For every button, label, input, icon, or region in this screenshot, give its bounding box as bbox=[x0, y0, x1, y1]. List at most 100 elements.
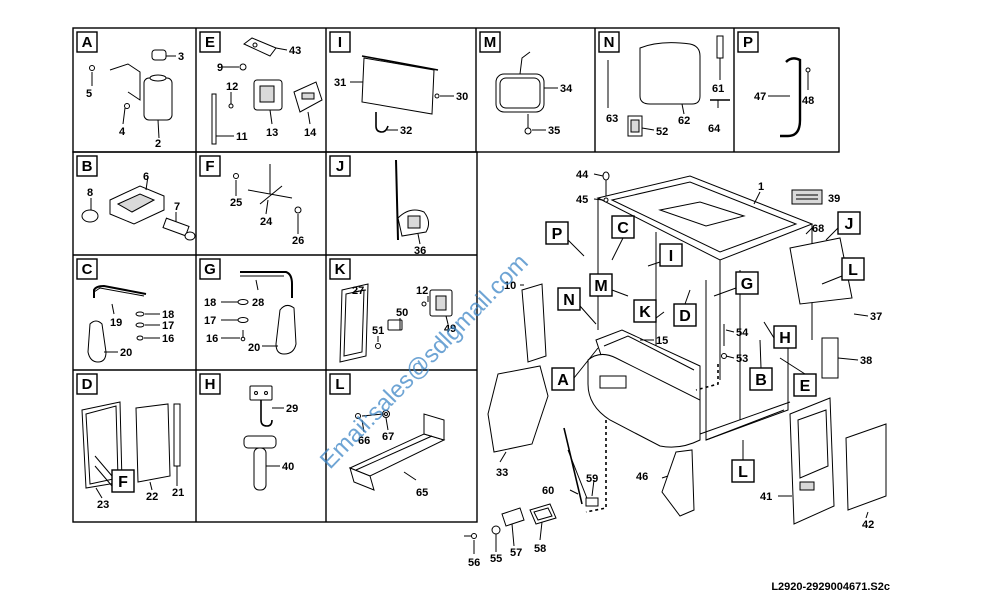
svg-text:N: N bbox=[604, 34, 615, 51]
cell-tag-B: B bbox=[76, 155, 98, 177]
svg-text:G: G bbox=[741, 276, 753, 293]
svg-text:23: 23 bbox=[97, 499, 109, 511]
cell-J-drawing: 36 bbox=[395, 159, 430, 257]
svg-text:52: 52 bbox=[656, 126, 668, 138]
svg-text:30: 30 bbox=[456, 91, 468, 103]
svg-text:E: E bbox=[205, 34, 215, 51]
svg-text:C: C bbox=[82, 261, 93, 278]
svg-text:53: 53 bbox=[736, 353, 748, 365]
svg-text:22: 22 bbox=[146, 491, 158, 503]
svg-text:20: 20 bbox=[120, 347, 132, 359]
main-callout-A: A bbox=[551, 367, 575, 391]
svg-text:G: G bbox=[204, 261, 216, 278]
cell-I-drawing: 31 30 32 bbox=[334, 55, 468, 137]
svg-text:10: 10 bbox=[504, 280, 516, 292]
svg-text:31: 31 bbox=[334, 77, 346, 89]
svg-text:24: 24 bbox=[260, 216, 273, 228]
svg-text:58: 58 bbox=[534, 543, 546, 555]
svg-text:51: 51 bbox=[372, 325, 384, 337]
main-callout-E: E bbox=[793, 373, 817, 397]
svg-text:20: 20 bbox=[248, 342, 260, 354]
svg-text:55: 55 bbox=[490, 553, 502, 565]
svg-text:54: 54 bbox=[736, 327, 749, 339]
main-callout-G: G bbox=[735, 271, 759, 295]
cell-E-drawing: 43 9 12 11 13 14 bbox=[211, 37, 323, 145]
svg-text:E: E bbox=[800, 378, 811, 395]
svg-text:B: B bbox=[82, 158, 93, 175]
svg-text:62: 62 bbox=[678, 115, 690, 127]
cell-C-drawing: 19 18 17 16 20 bbox=[87, 284, 174, 363]
svg-text:44: 44 bbox=[576, 169, 589, 181]
main-callout-P: P bbox=[545, 221, 569, 245]
cell-D-callout-F: F bbox=[111, 469, 135, 493]
svg-text:36: 36 bbox=[414, 245, 426, 257]
svg-text:8: 8 bbox=[87, 187, 93, 199]
svg-text:13: 13 bbox=[266, 127, 278, 139]
svg-text:25: 25 bbox=[230, 197, 242, 209]
main-callout-B: B bbox=[749, 367, 773, 391]
svg-text:K: K bbox=[335, 261, 346, 278]
svg-text:H: H bbox=[779, 330, 791, 347]
svg-text:49: 49 bbox=[444, 323, 456, 335]
main-callout-D: D bbox=[673, 303, 697, 327]
cell-G-drawing: 28 18 17 16 20 bbox=[204, 271, 297, 355]
cell-D-drawing: F 23 22 21 bbox=[81, 401, 184, 511]
svg-text:12: 12 bbox=[416, 285, 428, 297]
cell-tag-D: D bbox=[76, 373, 98, 395]
svg-text:27: 27 bbox=[352, 285, 364, 297]
main-callout-J: J bbox=[837, 211, 861, 235]
svg-text:37: 37 bbox=[870, 311, 882, 323]
svg-text:32: 32 bbox=[400, 125, 412, 137]
svg-text:L: L bbox=[738, 464, 748, 481]
svg-text:47: 47 bbox=[754, 91, 766, 103]
cell-tag-G: G bbox=[199, 258, 221, 280]
cell-letter-tags: A E I M N P B F J C G K D H L bbox=[76, 31, 759, 395]
main-part-labels: 44 45 1 39 68 10 15 37 54 53 38 33 46 60… bbox=[468, 169, 882, 569]
svg-text:63: 63 bbox=[606, 113, 618, 125]
cell-B-drawing: 6 8 7 bbox=[81, 171, 196, 241]
svg-text:34: 34 bbox=[560, 83, 573, 95]
svg-text:B: B bbox=[755, 372, 767, 389]
svg-text:56: 56 bbox=[468, 557, 480, 569]
cell-K-drawing: 27 12 50 51 49 bbox=[339, 283, 456, 363]
svg-text:N: N bbox=[563, 292, 575, 309]
svg-text:65: 65 bbox=[416, 487, 428, 499]
cell-tag-F: F bbox=[199, 155, 221, 177]
cell-L-drawing: 66 67 65 bbox=[348, 410, 446, 499]
svg-text:P: P bbox=[743, 34, 753, 51]
svg-text:35: 35 bbox=[548, 125, 560, 137]
svg-text:67: 67 bbox=[382, 431, 394, 443]
svg-text:4: 4 bbox=[119, 126, 126, 138]
svg-text:66: 66 bbox=[358, 435, 370, 447]
main-callout-N: N bbox=[557, 287, 581, 311]
drawing-code: L2920-2929004671.S2c bbox=[771, 581, 890, 593]
svg-text:M: M bbox=[484, 34, 497, 51]
svg-text:16: 16 bbox=[206, 333, 218, 345]
main-leader-lines bbox=[473, 173, 869, 554]
svg-text:61: 61 bbox=[712, 83, 724, 95]
svg-text:9: 9 bbox=[217, 62, 223, 74]
cell-P-drawing: 47 48 bbox=[754, 57, 814, 138]
svg-text:46: 46 bbox=[636, 471, 648, 483]
cell-tag-A: A bbox=[76, 31, 98, 53]
svg-text:F: F bbox=[118, 474, 128, 491]
main-callout-K: K bbox=[633, 299, 657, 323]
svg-text:45: 45 bbox=[576, 194, 588, 206]
svg-text:18: 18 bbox=[162, 309, 174, 321]
cell-tag-H: H bbox=[199, 373, 221, 395]
svg-text:H: H bbox=[205, 376, 216, 393]
cell-tag-M: M bbox=[479, 31, 501, 53]
svg-text:11: 11 bbox=[236, 131, 248, 143]
cell-tag-E: E bbox=[199, 31, 221, 53]
svg-text:33: 33 bbox=[496, 467, 508, 479]
main-cab-drawing bbox=[464, 171, 887, 539]
svg-text:43: 43 bbox=[289, 45, 301, 57]
cell-tag-L: L bbox=[329, 373, 351, 395]
svg-text:I: I bbox=[338, 34, 342, 51]
svg-text:40: 40 bbox=[282, 461, 294, 473]
svg-text:16: 16 bbox=[162, 333, 174, 345]
main-callouts: P C I G N M K D H A B E J L L bbox=[545, 211, 865, 483]
main-callout-L-upper: L bbox=[841, 257, 865, 281]
svg-text:42: 42 bbox=[862, 519, 874, 531]
svg-text:1: 1 bbox=[758, 181, 764, 193]
